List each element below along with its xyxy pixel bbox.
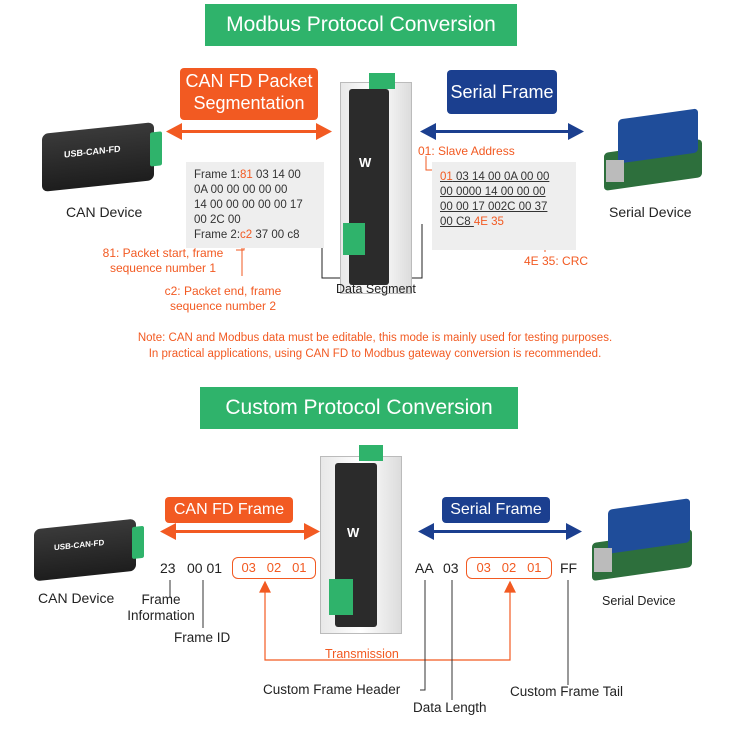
frame2-end-byte: c2 [240, 229, 253, 241]
usb-can-fd-device-bottom: USB-CAN-FD [34, 518, 144, 582]
can-arrow-top [166, 123, 332, 140]
can-fd-segmentation-label: CAN FD Packet Segmentation [185, 71, 313, 113]
usage-note: Note: CAN and Modbus data must be editab… [40, 330, 710, 362]
serial-frame-tag-bottom: Serial Frame [442, 497, 550, 523]
slave-address-byte: 01 [440, 171, 453, 183]
can-data-byte-1: 03 [241, 560, 256, 575]
packet-end-l2: sequence number 2 [169, 299, 277, 313]
serial-frame-label-top: Serial Frame [450, 82, 554, 102]
frame2-rest: 37 00 c8 [252, 229, 300, 241]
can-data-byte-3: 01 [292, 560, 307, 575]
serial-data-byte-1: 03 [476, 560, 491, 575]
frame1-line3: 14 00 00 00 00 00 17 [194, 199, 303, 211]
frame1-prefix: Frame 1: [194, 169, 241, 181]
gateway-logo-icon-bottom: W [347, 525, 360, 540]
serial-frame-box: 01 03 14 00 0A 00 00 00 0000 14 00 00 00… [432, 162, 576, 250]
slave-address-label: 01: Slave Address [418, 144, 515, 158]
serial-device-board-top [604, 108, 704, 191]
crc-bytes: 4E 35 [473, 216, 504, 228]
gateway-front-top [349, 89, 389, 285]
serial-frame-tag-top: Serial Frame [447, 70, 557, 114]
transmission-label: Transmission [325, 647, 399, 661]
can-byte-frame-info: 23 [160, 560, 176, 576]
gateway-terminal-bottom-upper [359, 445, 383, 461]
can-data-byte-2: 02 [266, 560, 282, 575]
custom-title-banner: Custom Protocol Conversion [200, 387, 518, 429]
data-length-label: Data Length [413, 700, 487, 715]
serial-byte-header: AA [415, 560, 434, 576]
can-fd-segmentation-tag: CAN FD Packet Segmentation [180, 68, 318, 120]
gateway-terminal-top-lower [343, 223, 365, 255]
packet-end-note: c2: Packet end, frame sequence number 2 [148, 284, 298, 314]
can-device-label-bottom: CAN Device [38, 590, 115, 606]
serial-line4-pre: 00 C8 [440, 216, 474, 228]
serial-device-label-top: Serial Device [609, 204, 692, 220]
packet-end-l1: c2: Packet end, frame [164, 284, 282, 298]
serial-arrow-top [420, 123, 584, 140]
serial-byte-tail: FF [560, 560, 578, 576]
gateway-terminal-bottom-lower [329, 579, 353, 615]
frame-information-label: Frame Information [118, 592, 204, 624]
frame2-prefix: Frame 2: [194, 229, 241, 241]
green-connector-bottom [132, 525, 144, 560]
can-frames-box: Frame 1:81 03 14 00 0A 00 00 00 00 00 14… [186, 162, 324, 248]
can-data-bytes: 03 02 01 [232, 557, 316, 579]
can-arrow-bottom [160, 523, 320, 540]
frame1-rest: 03 14 00 [252, 169, 301, 181]
serial-device-board-bottom [592, 496, 696, 582]
usb-can-fd-label-top: USB-CAN-FD [64, 143, 121, 160]
can-fd-frame-tag: CAN FD Frame [165, 497, 293, 523]
gateway-logo-icon-top: W [359, 155, 372, 170]
gateway-terminal-top-upper [369, 73, 395, 89]
usb-can-fd-device-top: USB-CAN-FD [42, 122, 162, 192]
can-fd-frame-label: CAN FD Frame [173, 501, 285, 518]
serial-data-byte-2: 02 [501, 560, 517, 575]
serial-data-byte-3: 01 [527, 560, 542, 575]
usage-note-l1: Note: CAN and Modbus data must be editab… [137, 332, 613, 344]
frame2-line: Frame 2:c2 37 00 c8 [194, 228, 324, 243]
serial-line1: 01 03 14 00 0A 00 00 [440, 170, 576, 185]
packet-start-l2: sequence number 1 [109, 261, 217, 275]
frame1-start-byte: 81 [240, 169, 253, 181]
frame1-line4: 00 2C 00 [194, 214, 241, 226]
serial-line3: 00 00 17 002C 00 37 [440, 201, 548, 213]
serial-byte-length: 03 [443, 560, 459, 576]
serial-device-label-bottom: Serial Device [602, 594, 676, 608]
serial-line1-rest: 03 14 00 0A 00 00 [452, 171, 550, 183]
board-ports-bottom [594, 548, 612, 572]
frame-id-label: Frame ID [174, 630, 231, 645]
custom-frame-header-label: Custom Frame Header [263, 682, 401, 697]
crc-label: 4E 35: CRC [524, 254, 589, 268]
custom-title: Custom Protocol Conversion [225, 396, 493, 419]
gateway-device-bottom: W [320, 445, 402, 634]
frame1-line2: 0A 00 00 00 00 00 [194, 184, 288, 196]
serial-line4: 00 C8 4E 35 [440, 215, 576, 230]
board-ports-top [606, 160, 624, 182]
usb-can-fd-label-bottom: USB-CAN-FD [54, 537, 105, 553]
serial-frame-label-bottom: Serial Frame [450, 501, 542, 518]
green-connector-top [150, 131, 162, 167]
serial-data-bytes: 03 02 01 [466, 557, 552, 579]
frame-information-l1: Frame [141, 592, 181, 607]
custom-frame-tail-label: Custom Frame Tail [510, 684, 624, 699]
frame-information-l2: Information [127, 608, 195, 623]
modbus-title: Modbus Protocol Conversion [226, 13, 496, 36]
usage-note-l2: In practical applications, using CAN FD … [148, 348, 602, 360]
frame1-line: Frame 1:81 03 14 00 [194, 168, 324, 183]
gateway-device-top: W [340, 73, 412, 294]
serial-line2: 00 0000 14 00 00 00 [440, 186, 546, 198]
serial-arrow-bottom [418, 523, 582, 540]
modbus-title-banner: Modbus Protocol Conversion [205, 4, 517, 46]
packet-start-note: 81: Packet start, frame sequence number … [88, 246, 238, 276]
can-device-label-top: CAN Device [66, 204, 143, 220]
can-byte-frame-id: 00 01 [187, 560, 223, 576]
data-segment-label: Data Segment [336, 282, 416, 296]
packet-start-l1: 81: Packet start, frame [102, 246, 224, 260]
